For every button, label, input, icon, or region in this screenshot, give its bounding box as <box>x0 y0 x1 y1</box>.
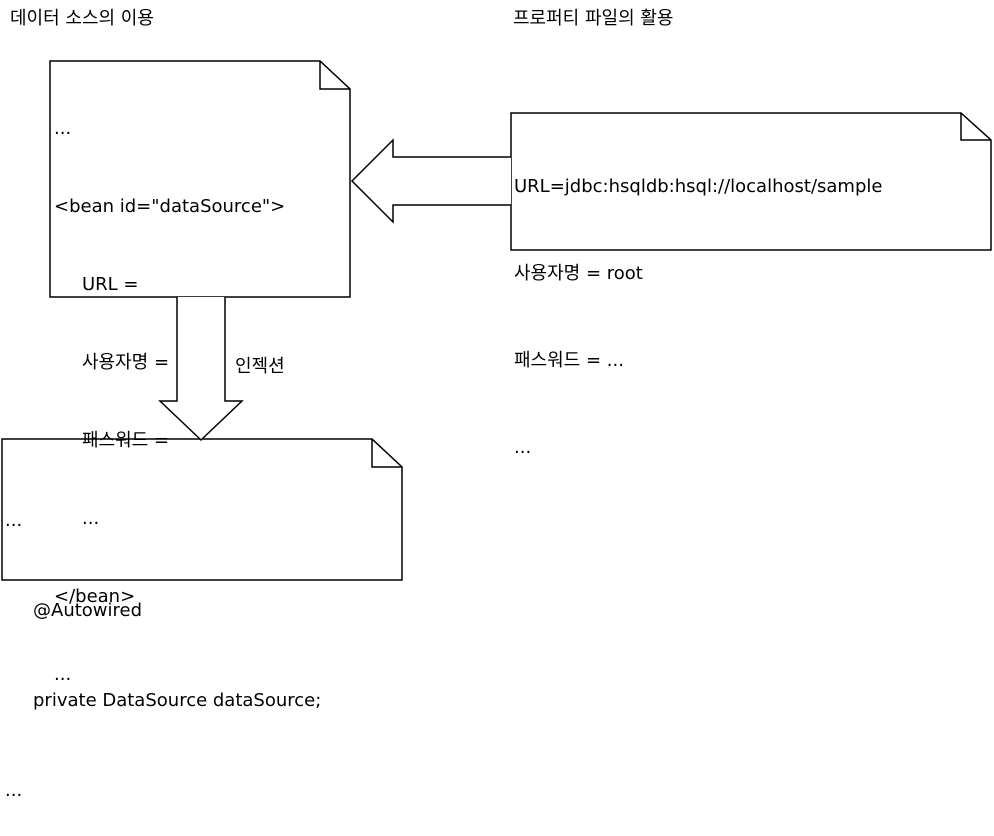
arrow-props-to-bean <box>350 138 511 224</box>
code-document-text: ... @Autowired private DataSource dataSo… <box>5 446 321 836</box>
bean-line-url: URL = <box>82 274 139 295</box>
arrow-bean-to-code <box>158 297 244 442</box>
injection-label: 인젝션 <box>235 356 285 377</box>
bean-line-username: 사용자명 = <box>82 352 170 373</box>
diagram-title-data-source: 데이터 소스의 이용 <box>10 8 154 29</box>
bean-line: ... <box>54 118 72 139</box>
props-line: ... <box>514 437 532 458</box>
code-line: ... <box>5 780 23 801</box>
code-line-annotation: @Autowired <box>33 600 143 621</box>
bean-line: <bean id="dataSource"> <box>54 196 286 217</box>
diagram-title-property-file: 프로퍼티 파일의 활용 <box>513 8 674 29</box>
code-document-shape <box>1 438 403 581</box>
bean-line: ... <box>82 508 100 529</box>
bean-document-shape <box>49 60 351 298</box>
props-line-password: 패스워드 = ... <box>514 350 624 371</box>
props-line-username: 사용자명 = root <box>514 263 643 284</box>
bean-line-password: 패스워드 = <box>82 430 170 451</box>
diagram-canvas <box>1 60 992 581</box>
code-line-field: private DataSource dataSource; <box>33 690 322 711</box>
code-line: ... <box>5 510 23 531</box>
props-line-url: URL=jdbc:hsqldb:hsql://localhost/sample <box>514 176 883 197</box>
property-document-text: URL=jdbc:hsqldb:hsql://localhost/sample … <box>514 114 882 491</box>
property-document-shape <box>510 112 992 251</box>
